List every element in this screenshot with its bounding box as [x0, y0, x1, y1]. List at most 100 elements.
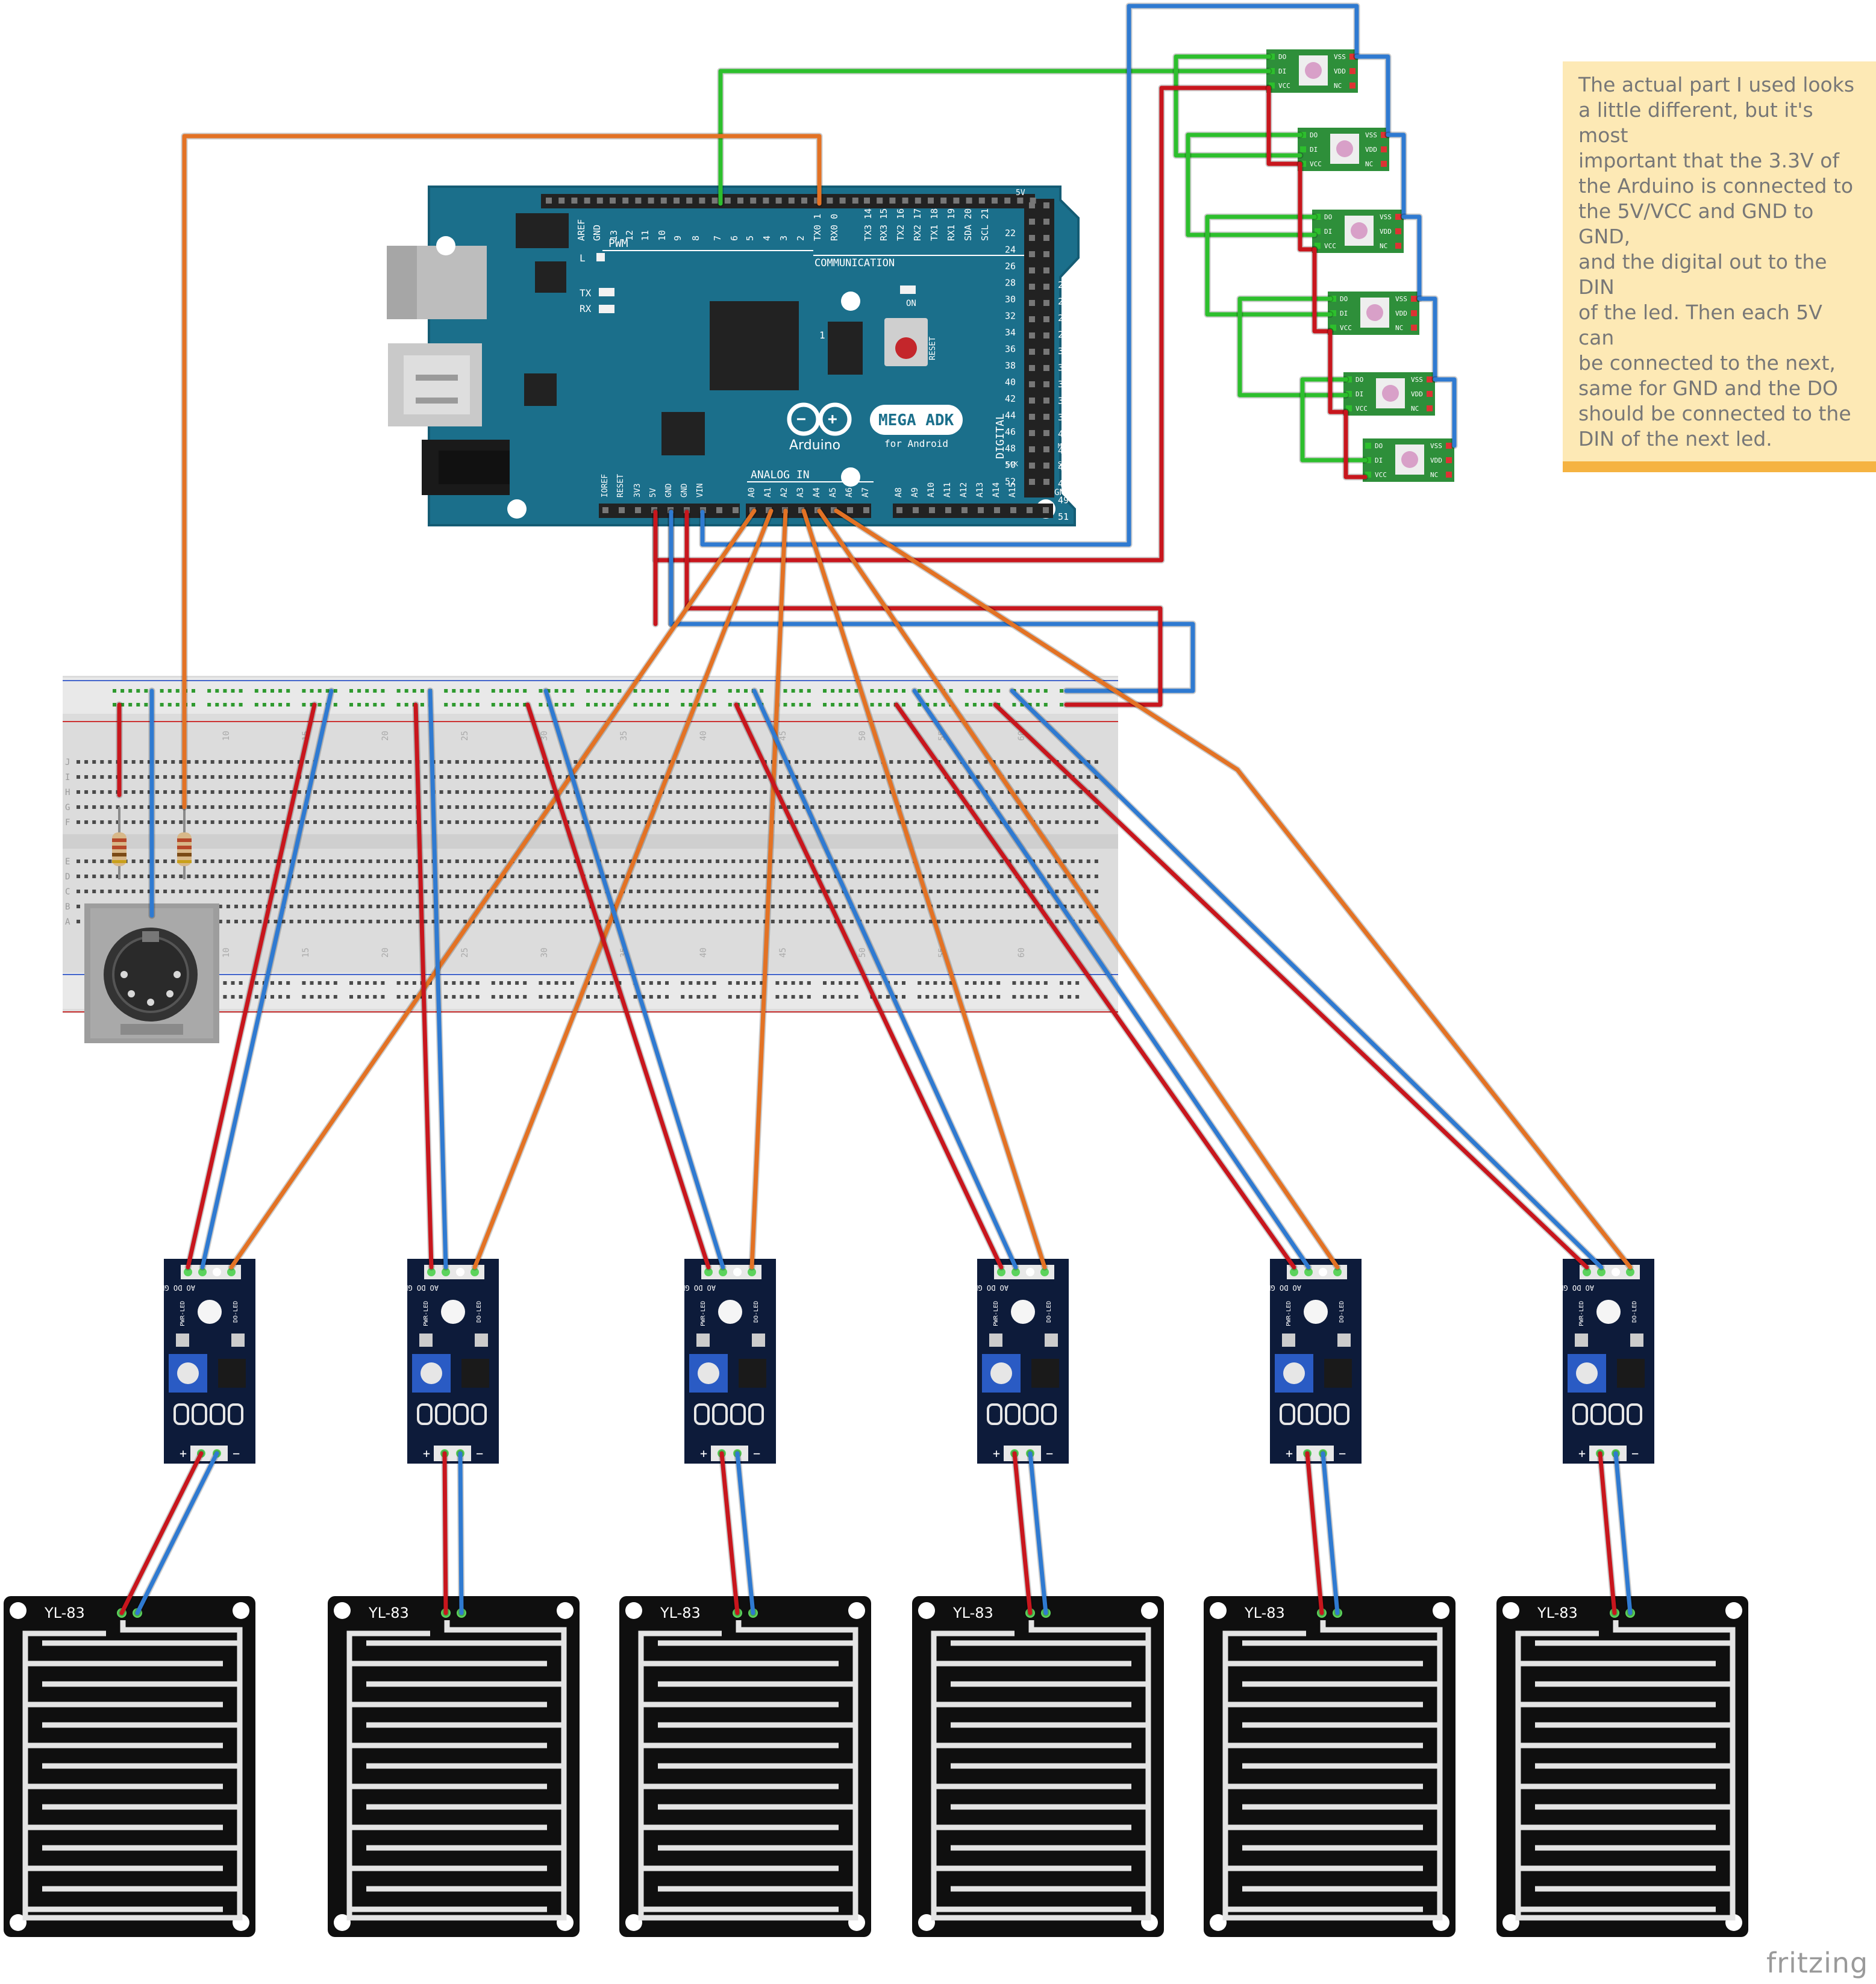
breadboard-hole: [952, 805, 957, 809]
breadboard-rail-hole: [712, 981, 716, 985]
breadboard-rail-hole: [886, 995, 890, 999]
pin-label: 3: [778, 236, 789, 241]
breadboard-hole: [487, 760, 491, 764]
breadboard-hole: [874, 890, 878, 893]
breadboard-hole: [968, 890, 972, 893]
smd-part: [1280, 1403, 1295, 1425]
breadboard-rail-hole: [602, 689, 606, 693]
led-pad: [1346, 405, 1352, 411]
breadboard-hole: [1063, 875, 1067, 878]
breadboard-rail-hole: [610, 703, 614, 707]
header-pin: [1043, 235, 1049, 241]
breadboard-hole: [699, 820, 704, 824]
led-pin-label: DI: [1324, 228, 1332, 236]
module-plus-label: +: [1578, 1446, 1586, 1461]
breadboard-rail-hole: [925, 995, 930, 999]
breadboard-hole: [637, 760, 641, 764]
breadboard-hole: [242, 875, 246, 878]
pin-label: 25: [1058, 296, 1069, 307]
breadboard-rail-hole: [357, 995, 361, 999]
breadboard-hole: [274, 920, 278, 923]
breadboard-hole: [976, 875, 980, 878]
module-pin: [704, 1268, 713, 1276]
breadboard-hole: [699, 760, 704, 764]
breadboard-hole: [400, 920, 404, 923]
breadboard-hole: [897, 790, 901, 794]
breadboard-hole: [842, 775, 846, 779]
module-pin-label: AO DO GND VCC: [1245, 1284, 1301, 1292]
breadboard-hole: [495, 890, 499, 893]
breadboard-rail-hole: [215, 703, 219, 707]
breadboard-hole: [1031, 875, 1036, 878]
breadboard-hole: [368, 905, 372, 908]
breadboard-rail-hole: [972, 703, 977, 707]
breadboard-hole: [660, 890, 664, 893]
breadboard-hole: [952, 760, 957, 764]
breadboard-hole: [447, 805, 451, 809]
breadboard-hole: [1071, 859, 1075, 863]
breadboard-rail-hole: [1020, 689, 1024, 693]
breadboard-rail-hole: [444, 689, 448, 693]
breadboard-hole: [108, 805, 112, 809]
breadboard-hole: [329, 875, 333, 878]
breadboard-hole: [376, 805, 380, 809]
breadboard-hole: [408, 875, 412, 878]
breadboard-rail-hole: [807, 703, 811, 707]
led-pin-label: DO: [1355, 376, 1363, 384]
breadboard-hole: [171, 820, 175, 824]
breadboard-hole: [124, 890, 128, 893]
breadboard-hole: [716, 859, 720, 863]
breadboard-hole: [637, 905, 641, 908]
breadboard-rail-hole: [404, 703, 408, 707]
breadboard-hole: [668, 875, 672, 878]
breadboard-rail-hole: [610, 981, 614, 985]
breadboard-hole: [1047, 905, 1051, 908]
breadboard-hole: [1086, 805, 1090, 809]
breadboard-hole: [495, 875, 499, 878]
pin-label: TX1 18: [929, 208, 940, 241]
breadboard-row-letter: E: [65, 857, 70, 867]
breadboard-hole: [195, 790, 199, 794]
breadboard-hole: [921, 905, 925, 908]
pin-label: 2: [795, 236, 806, 241]
breadboard-hole: [589, 805, 593, 809]
breadboard-hole: [250, 920, 254, 923]
breadboard-hole: [368, 890, 372, 893]
breadboard-hole: [755, 920, 759, 923]
breadboard-hole: [692, 820, 696, 824]
breadboard-hole: [1015, 920, 1019, 923]
breadboard-hole: [77, 775, 80, 779]
smd-part: [1630, 1334, 1643, 1347]
breadboard-hole: [905, 790, 909, 794]
breadboard-hole: [502, 820, 507, 824]
breadboard-hole: [368, 760, 372, 764]
breadboard-hole: [1024, 875, 1027, 878]
breadboard-hole: [1031, 920, 1036, 923]
header-pin: [1029, 414, 1035, 420]
breadboard-hole: [218, 790, 222, 794]
breadboard-hole: [897, 920, 901, 923]
header-pin: [966, 198, 972, 204]
breadboard-hole: [834, 775, 838, 779]
module-pin: [213, 1268, 221, 1276]
led-pad: [1395, 243, 1401, 249]
breadboard-rail-hole: [286, 689, 290, 693]
smd-part: [228, 1403, 243, 1425]
breadboard-hole: [621, 820, 625, 824]
breadboard-hole: [131, 790, 136, 794]
breadboard-hole: [1071, 805, 1075, 809]
breadboard-hole: [645, 820, 649, 824]
breadboard-hole: [731, 820, 736, 824]
breadboard-hole: [384, 820, 388, 824]
breadboard-hole: [297, 760, 301, 764]
breadboard-hole: [297, 859, 301, 863]
breadboard-rail-hole: [633, 703, 637, 707]
breadboard-rail-hole: [704, 995, 708, 999]
breadboard-hole: [77, 890, 80, 893]
breadboard-hole: [566, 805, 570, 809]
plate-label: YL-83: [44, 1605, 85, 1621]
breadboard-hole: [179, 820, 183, 824]
breadboard-hole: [771, 905, 775, 908]
